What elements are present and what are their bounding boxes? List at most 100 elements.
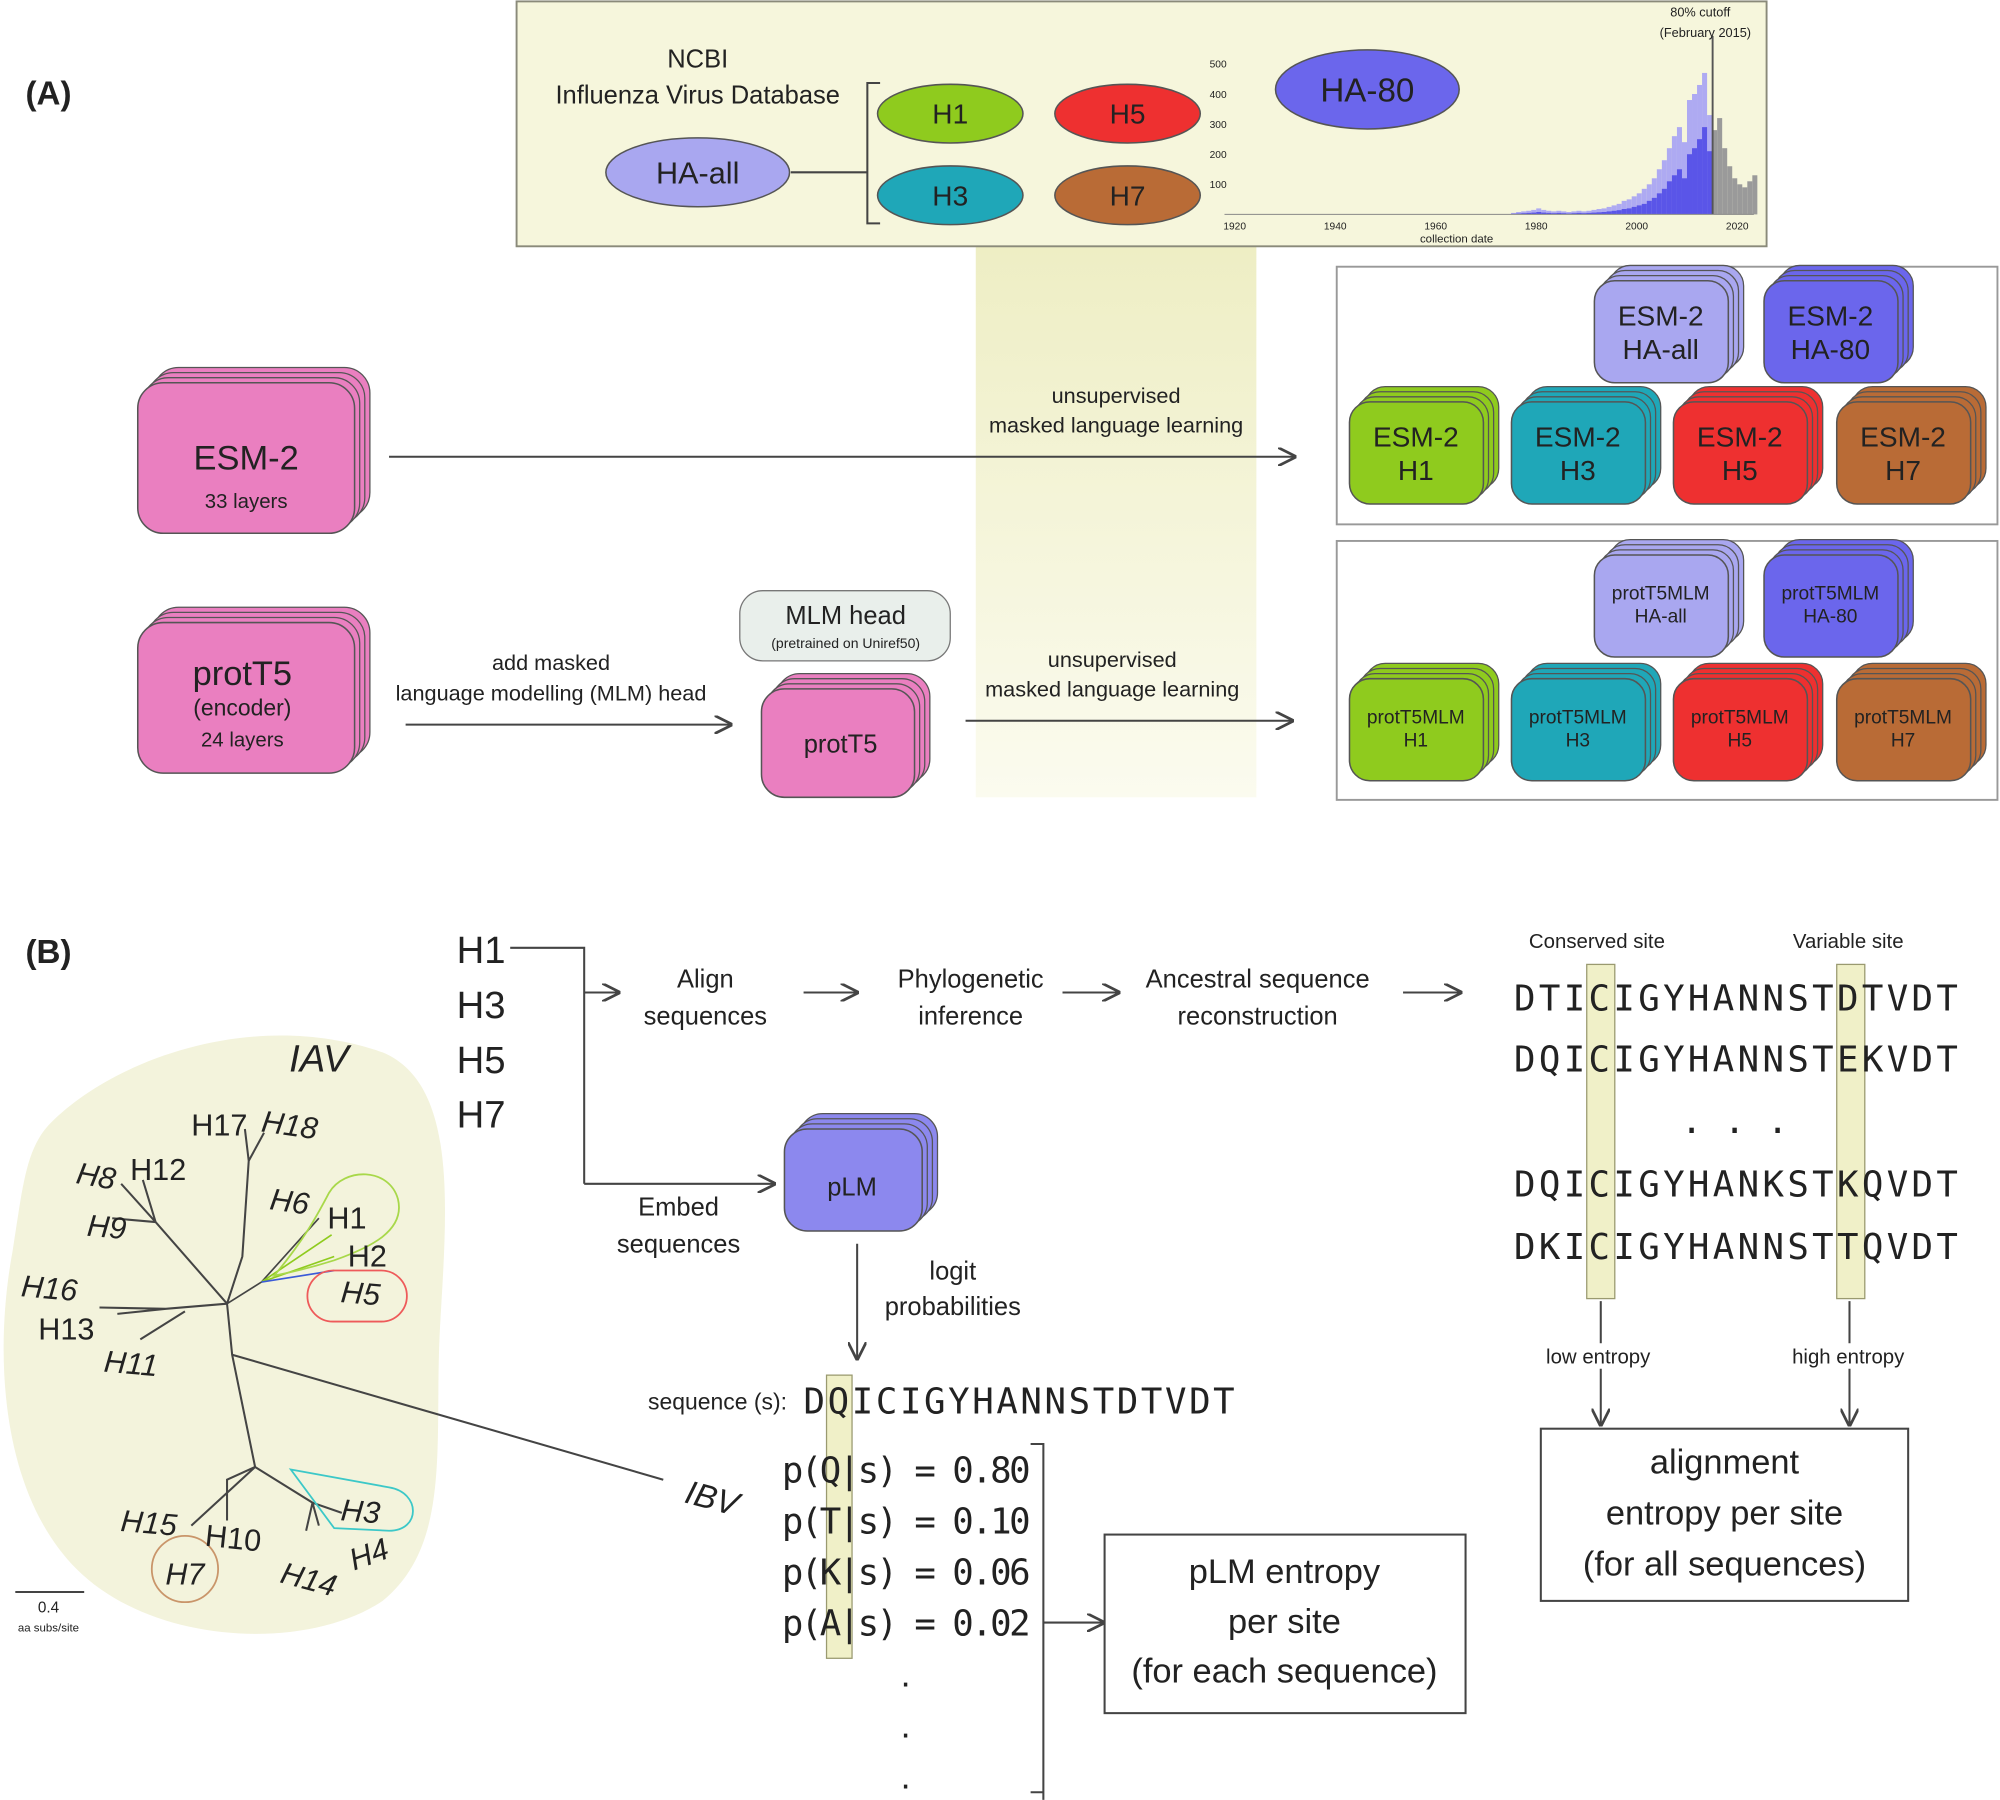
subset-label-ha_all: HA-all <box>656 156 739 190</box>
tree-leaf-h2: H2 <box>348 1240 387 1274</box>
hist-bar-ha80 <box>1681 178 1687 215</box>
hist-bar-ha80 <box>1646 200 1652 215</box>
hist-bar-all <box>1571 211 1577 215</box>
subtype-legend-h7: H7 <box>457 1094 506 1137</box>
tree-leaf-h16: H16 <box>20 1269 80 1308</box>
hist-bar-ha80 <box>1707 151 1713 215</box>
hist-bar-ha80 <box>1686 154 1693 215</box>
subtype-legend-h3: H3 <box>457 984 506 1027</box>
site-highlight <box>825 1374 853 1659</box>
hist-bar-all <box>1581 211 1587 215</box>
hist-bar-ha80 <box>1641 203 1647 215</box>
prott5-arrow-label-1: unsupervised <box>1048 647 1177 672</box>
model-esm-h1: ESM-2H1 <box>1348 385 1500 505</box>
conserved-site-label: Conserved site <box>1529 931 1665 953</box>
query-sequence: DQICIGYHANNSTDTVDT <box>804 1381 1235 1422</box>
hist-bar-all <box>1541 209 1547 215</box>
tree-leaf-h10: H10 <box>203 1519 262 1559</box>
model-prott5-h5-front <box>1672 677 1809 782</box>
hist-bar-ha80 <box>1551 213 1557 215</box>
subset-ellipse-h7 <box>1054 165 1202 226</box>
model-prott5-h1-front <box>1348 677 1485 782</box>
hist-bar-ha80 <box>1601 212 1607 215</box>
model-esm-ha-80: ESM-2HA-80 <box>1763 264 1914 384</box>
subtype-legend-h5: H5 <box>457 1039 506 1082</box>
hist-bar-after-cutoff <box>1752 175 1758 215</box>
model-esm-h7: ESM-2H7 <box>1835 385 1987 505</box>
probability-bracket <box>1030 1442 1045 1800</box>
ellipsis-dot: . <box>901 1756 911 1796</box>
ancestral-label-1: Ancestral sequence <box>1146 965 1370 993</box>
model-name: protT5MLM <box>1529 707 1627 728</box>
add-head-label-1: add masked <box>492 650 610 675</box>
model-name: ESM-2 <box>1535 422 1621 453</box>
plm-entropy-1: pLM entropy <box>1189 1553 1381 1591</box>
add-head-label-2: language modelling (MLM) head <box>396 680 707 705</box>
prott5-layers: 24 layers <box>201 729 284 751</box>
hist-bar-ha80 <box>1596 212 1602 215</box>
hist-bar-ha80 <box>1692 148 1698 215</box>
hist-bar-all <box>1611 205 1617 215</box>
ibv-label: IBV <box>681 1474 745 1524</box>
probability-row: p(Q|s) = 0.80 <box>782 1450 1031 1491</box>
hist-bar-ha80 <box>1616 210 1622 215</box>
plm-entropy-box <box>1103 1533 1467 1715</box>
model-prott5-h7-front <box>1835 677 1972 782</box>
db-bracket <box>790 82 881 225</box>
tree-leaf-h15: H15 <box>119 1504 179 1543</box>
hist-bar-all <box>1621 200 1627 215</box>
probability-row: p(A|s) = 0.02 <box>782 1603 1031 1644</box>
hist-bar-ha80 <box>1661 188 1667 215</box>
alignment-entropy-3: (for all sequences) <box>1583 1545 1866 1583</box>
embed-label-1: Embed <box>638 1194 719 1222</box>
hist-bar-ha80 <box>1526 212 1532 215</box>
model-esm-ha-all-front <box>1593 279 1730 384</box>
model-name: protT5MLM <box>1367 707 1465 728</box>
hist-x-tick: 1980 <box>1525 222 1548 233</box>
hist-x-tick: 1920 <box>1223 222 1246 233</box>
panel-b-label: (B) <box>26 934 72 971</box>
hist-bar-after-cutoff <box>1742 187 1748 215</box>
h5-clade-outline <box>306 1269 408 1323</box>
hist-bar-all <box>1601 208 1607 215</box>
subset-ellipse-ha80 <box>1274 49 1460 130</box>
hist-bar-ha80 <box>1521 213 1527 215</box>
hist-bar-all <box>1576 210 1582 215</box>
prott5-mlm-stack-front <box>760 688 916 799</box>
aligned-sequence: DTICIGYHANNSTDTVDT <box>1514 978 1958 1019</box>
hist-bar-after-cutoff <box>1712 130 1718 215</box>
subset-label-ha80: HA-80 <box>1320 72 1414 109</box>
hist-bar-ha80 <box>1561 213 1567 215</box>
conserved-column <box>1586 963 1616 1300</box>
model-subset: H1 <box>1398 455 1434 486</box>
hist-bar-ha80 <box>1586 212 1592 215</box>
iav-label: IAV <box>289 1038 352 1081</box>
hist-bar-ha80 <box>1666 181 1672 215</box>
model-name: protT5MLM <box>1781 584 1879 605</box>
hist-bar-ha80 <box>1546 212 1552 215</box>
model-name: ESM-2 <box>1860 422 1946 453</box>
alignment-entropy-2: entropy per site <box>1606 1494 1843 1532</box>
db-title-2: Influenza Virus Database <box>555 81 839 109</box>
panel-a-label: (A) <box>26 76 72 113</box>
esm2-layers: 33 layers <box>205 491 288 513</box>
hist-bar-all <box>1616 203 1622 215</box>
tree-leaf-h13: H13 <box>38 1312 94 1346</box>
hist-bar-ha80 <box>1571 213 1577 215</box>
hist-bar-after-cutoff <box>1717 118 1723 215</box>
esm2-name: ESM-2 <box>194 440 299 478</box>
hist-bar-ha80 <box>1697 139 1703 215</box>
esm-arrow-label-1: unsupervised <box>1052 383 1181 408</box>
subtype-legend-h1: H1 <box>457 929 506 972</box>
hist-bar-all <box>1626 199 1632 215</box>
model-name: protT5MLM <box>1854 707 1952 728</box>
aligned-sequence: DKICIGYHANNSTTQVDT <box>1514 1227 1958 1268</box>
hist-bar-all <box>1526 210 1532 215</box>
h3-clade-outline <box>288 1468 414 1532</box>
aligned-sequence: DQICIGYHANNSTEKVDT <box>1514 1040 1958 1081</box>
hist-bar-ha80 <box>1606 211 1612 215</box>
prott5-model-stack <box>136 606 371 774</box>
